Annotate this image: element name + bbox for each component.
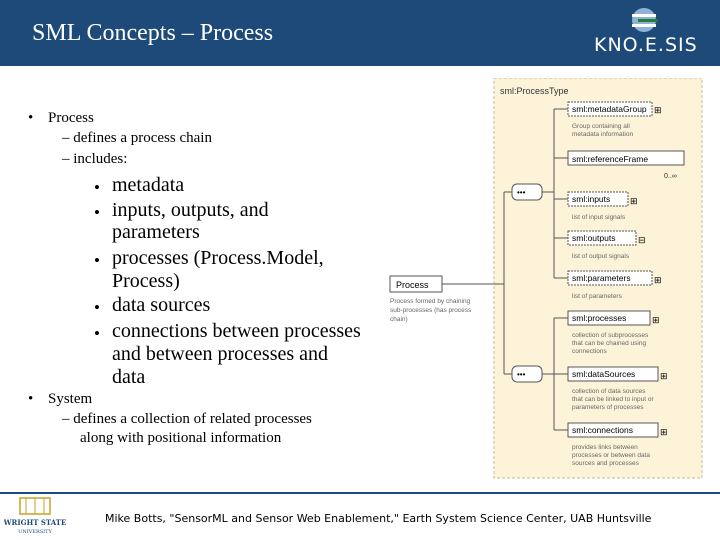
bullet-marker: • bbox=[94, 298, 100, 317]
element-desc: list of parameters bbox=[572, 293, 623, 300]
process-desc: chain) bbox=[390, 316, 408, 323]
bullet-marker: • bbox=[94, 251, 100, 270]
list-item: parameters bbox=[112, 221, 200, 243]
element-label: sml:dataSources bbox=[572, 369, 635, 379]
element-desc: parameters of processes bbox=[572, 404, 644, 411]
knoesis-logo: KNO.E.SIS bbox=[588, 6, 716, 62]
element-box bbox=[567, 150, 685, 166]
element-label: sml:referenceFrame bbox=[572, 154, 648, 164]
logo-wordmark: KNO.E.SIS bbox=[594, 34, 698, 56]
knoesis-e-icon bbox=[632, 8, 658, 32]
wsu-logo: WRIGHT STATE UNIVERSITY bbox=[3, 496, 66, 536]
sequence-dots: ••• bbox=[517, 188, 526, 197]
bullet-system: System bbox=[48, 391, 93, 407]
element-desc: provides links between bbox=[572, 444, 638, 451]
element-desc: processes or between data bbox=[572, 452, 650, 459]
bullet-marker: • bbox=[94, 324, 100, 343]
expand-icon[interactable]: ⊞ bbox=[654, 275, 662, 285]
element-desc: Group containing all bbox=[572, 123, 630, 130]
expand-icon[interactable]: ⊞ bbox=[652, 315, 660, 325]
cardinality: 0..∞ bbox=[664, 173, 677, 180]
element-desc: that can be linked to input or bbox=[572, 396, 655, 403]
bullet-marker: • bbox=[94, 178, 100, 197]
list-item: data sources bbox=[112, 294, 211, 316]
list-item: inputs, outputs, and bbox=[112, 199, 269, 221]
title-bar: SML Concepts – Process KNO.E.SIS bbox=[0, 0, 720, 66]
element-box bbox=[567, 101, 653, 117]
process-element-label: Process bbox=[396, 280, 429, 290]
element-label: sml:processes bbox=[572, 313, 626, 323]
collapse-icon[interactable]: ⊟ bbox=[638, 235, 646, 245]
bullet-marker: • bbox=[94, 203, 100, 222]
process-type-label: sml:ProcessType bbox=[500, 86, 569, 96]
expand-icon[interactable]: ⊞ bbox=[660, 371, 668, 381]
citation: Mike Botts, "SensorML and Sensor Web Ena… bbox=[105, 512, 652, 525]
bullet-process: Process bbox=[48, 110, 94, 126]
element-desc: collection of data sources bbox=[572, 388, 646, 395]
element-box bbox=[567, 366, 659, 382]
list-item: metadata bbox=[112, 174, 185, 196]
element-box bbox=[567, 422, 659, 438]
list-item: and between processes and bbox=[112, 343, 329, 365]
element-label: sml:inputs bbox=[572, 194, 610, 204]
sub-bullet: along with positional information bbox=[80, 430, 282, 446]
element-desc: sources and processes bbox=[572, 460, 640, 467]
element-label: sml:metadataGroup bbox=[572, 104, 647, 114]
list-item: processes (Process.Model, bbox=[112, 247, 324, 269]
expand-icon[interactable]: ⊞ bbox=[630, 196, 638, 206]
list-item: Process) bbox=[112, 270, 180, 292]
svg-text:WRIGHT STATE: WRIGHT STATE bbox=[4, 518, 66, 527]
element-desc: list of input signals bbox=[572, 214, 626, 221]
sub-bullet: – includes: bbox=[62, 151, 128, 167]
footer-divider bbox=[0, 492, 720, 494]
sub-bullet: – defines a collection of related proces… bbox=[62, 411, 312, 427]
element-box bbox=[567, 270, 653, 286]
element-box bbox=[567, 310, 651, 326]
schema-diagram: sml:ProcessType Process Process formed b… bbox=[386, 77, 706, 480]
element-desc: connections bbox=[572, 348, 607, 355]
element-label: sml:connections bbox=[572, 425, 633, 435]
sub-bullet: – defines a process chain bbox=[62, 130, 212, 146]
element-desc: metadata information bbox=[572, 131, 633, 138]
bullet-marker: • bbox=[28, 110, 34, 126]
bullet-marker: • bbox=[28, 391, 34, 407]
element-desc: list of output signals bbox=[572, 253, 630, 260]
element-box bbox=[567, 230, 637, 246]
element-label: sml:parameters bbox=[572, 273, 631, 283]
sequence-dots: ••• bbox=[517, 370, 526, 379]
slide-title: SML Concepts – Process bbox=[32, 20, 274, 46]
element-desc: collection of subprocesses bbox=[572, 332, 649, 339]
element-label: sml:outputs bbox=[572, 233, 615, 243]
schema-svg: sml:ProcessType Process Process formed b… bbox=[389, 77, 703, 479]
expand-icon[interactable]: ⊞ bbox=[660, 427, 668, 437]
process-desc: sub-processes (has process bbox=[390, 307, 472, 314]
list-item: data bbox=[112, 366, 146, 388]
element-desc: that can be chained using bbox=[572, 340, 646, 347]
element-box bbox=[567, 191, 629, 207]
list-item: connections between processes bbox=[112, 320, 361, 342]
svg-text:UNIVERSITY: UNIVERSITY bbox=[18, 529, 52, 535]
process-desc: Process formed by chaining bbox=[390, 298, 471, 305]
expand-icon[interactable]: ⊞ bbox=[654, 105, 662, 115]
